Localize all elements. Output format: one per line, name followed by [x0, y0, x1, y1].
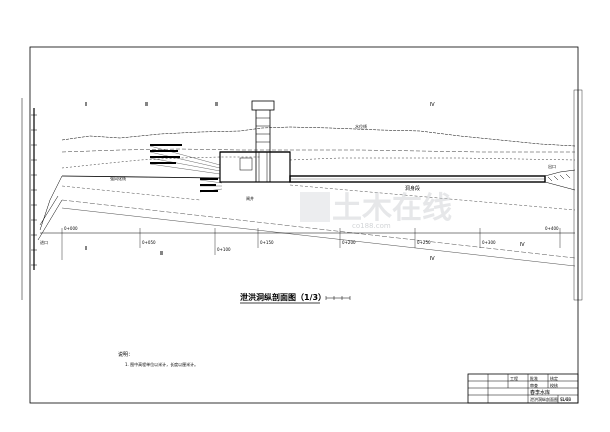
- notes-line-1: 1. 图中高程单位以米计，长度以厘米计。: [125, 361, 198, 367]
- watermark: 土木在线 co188.com: [300, 191, 452, 230]
- station-ticks: [61, 228, 561, 260]
- drawing-title: 泄洪洞纵剖面图（1/3）: [240, 292, 326, 302]
- svg-text:0+300: 0+300: [482, 240, 496, 245]
- svg-text:0+000: 0+000: [64, 226, 78, 231]
- shaft-label: 闸井: [246, 195, 254, 201]
- svg-text:Ⅱ: Ⅱ: [85, 102, 87, 108]
- elevation-scale: [31, 108, 37, 270]
- tunnel-segment-label: 洞身段: [405, 185, 420, 192]
- svg-text:Ⅲ: Ⅲ: [215, 102, 218, 108]
- intake-note-ticks: [150, 144, 218, 192]
- svg-text:0+050: 0+050: [142, 240, 156, 245]
- tb-drawing-name: 泄洪洞纵剖面图（1/3）: [530, 396, 572, 402]
- svg-text:Ⅲ: Ⅲ: [145, 102, 148, 108]
- tb-cell-3: 校核: [550, 382, 558, 388]
- ground-line-label: 水位线: [355, 123, 367, 129]
- svg-text:0+200: 0+200: [342, 240, 356, 245]
- gate-shaft: [219, 100, 291, 183]
- svg-text:co188.com: co188.com: [352, 222, 391, 230]
- scale-bar: [325, 296, 351, 300]
- rock-line-2: [61, 156, 260, 169]
- svg-text:0+150: 0+150: [260, 240, 274, 245]
- tunnel-invert-upstream: [61, 175, 221, 179]
- outlet-label: 出口: [548, 163, 556, 169]
- tb-company: 工程: [510, 375, 518, 381]
- tb-drawing-no: SL-03: [560, 397, 572, 402]
- geology-lines: [61, 184, 576, 267]
- intake-slope: [37, 175, 63, 241]
- intake-label: 进口: [40, 239, 48, 245]
- ground-surface-line: [61, 126, 576, 147]
- svg-text:Ⅱ: Ⅱ: [85, 246, 87, 252]
- tb-cell-2: 审查: [530, 382, 538, 388]
- svg-text:Ⅳ: Ⅳ: [430, 102, 435, 108]
- sheet-border: [29, 46, 579, 404]
- notes-heading: 说明：: [118, 351, 133, 358]
- svg-text:0+100: 0+100: [217, 247, 231, 252]
- tb-cell-1: 核定: [550, 375, 558, 381]
- rock-line-3: [289, 157, 576, 161]
- svg-text:土木在线: 土木在线: [332, 191, 452, 226]
- title-block: [467, 373, 579, 404]
- tb-project: 春李水库: [530, 389, 550, 396]
- tb-cell-0: 批准: [530, 375, 538, 381]
- rock-line-label: 强风化线: [110, 175, 126, 181]
- zone-labels-top: Ⅱ Ⅲ Ⅲ Ⅳ: [85, 102, 435, 108]
- outlet-structure: [544, 169, 576, 191]
- svg-text:Ⅳ: Ⅳ: [520, 242, 525, 248]
- right-margin-box: [573, 89, 583, 301]
- svg-text:Ⅲ: Ⅲ: [160, 251, 163, 257]
- zone-labels-bottom: Ⅱ Ⅲ Ⅳ Ⅳ: [85, 242, 525, 262]
- svg-text:0+400: 0+400: [545, 226, 559, 231]
- station-labels: 0+000 0+050 0+100 0+150 0+200 0+250 0+30…: [64, 226, 559, 252]
- rock-line-1: [61, 148, 575, 153]
- svg-text:Ⅳ: Ⅳ: [430, 256, 435, 262]
- svg-text:0+250: 0+250: [417, 240, 431, 245]
